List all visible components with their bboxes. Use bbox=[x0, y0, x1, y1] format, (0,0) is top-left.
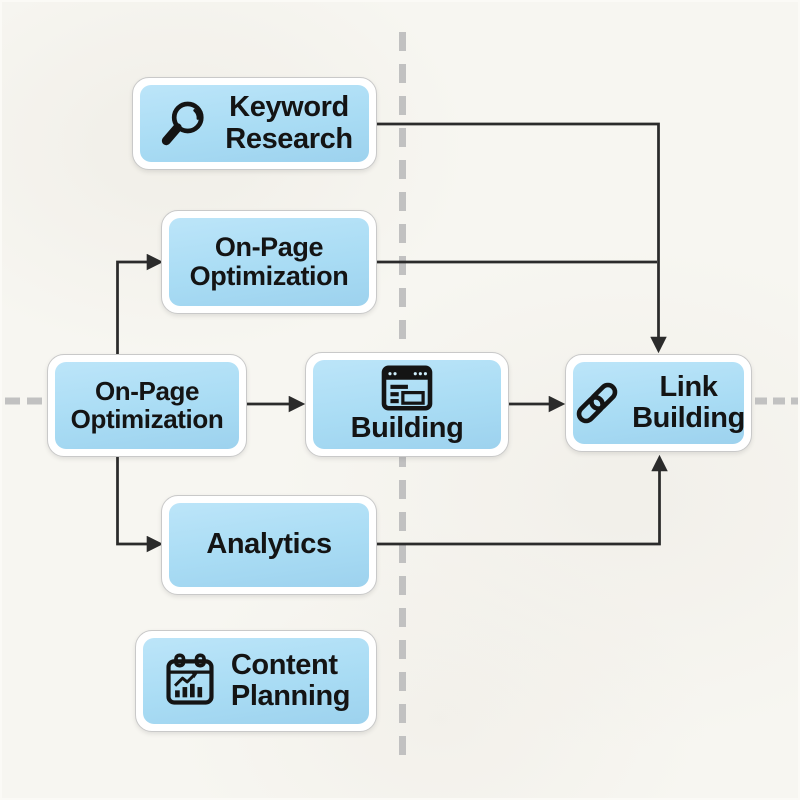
node-label: Building bbox=[350, 411, 464, 444]
node-label: Link Building bbox=[632, 370, 745, 434]
edge-onpage-left-to-analytics bbox=[116, 457, 164, 553]
calendar-chart-icon bbox=[166, 653, 214, 705]
node-label: On-Page Optimization bbox=[190, 233, 349, 291]
node-label-line: Optimization bbox=[189, 261, 349, 291]
node-analytics: Analytics bbox=[161, 495, 377, 595]
node-label: Analytics bbox=[206, 528, 332, 561]
edge-analytics-to-link-building bbox=[377, 454, 668, 546]
browser-window-icon bbox=[381, 365, 433, 411]
node-label-line: Optimization bbox=[70, 403, 224, 434]
node-label: On-Page Optimization bbox=[70, 375, 224, 434]
node-label: Keyword Research bbox=[225, 91, 353, 155]
node-label-line: Link bbox=[659, 370, 718, 403]
chain-link-icon bbox=[576, 382, 618, 424]
node-label-line: Keyword bbox=[229, 91, 349, 124]
node-content-planning: Content Planning bbox=[135, 630, 377, 732]
node-label-line: Building bbox=[350, 411, 464, 444]
edge-keyword-research-to-link-building bbox=[377, 122, 667, 354]
node-label-line: Analytics bbox=[206, 528, 332, 561]
node-label: Content Planning bbox=[230, 648, 351, 712]
node-label-line: On-Page bbox=[94, 375, 200, 406]
node-link-building: Link Building bbox=[565, 354, 752, 452]
node-onpage-optimization-top: On-Page Optimization bbox=[161, 210, 377, 314]
node-label-line: Building bbox=[632, 402, 745, 434]
node-keyword-research: Keyword Research bbox=[132, 77, 377, 170]
node-onpage-optimization-left: On-Page Optimization bbox=[47, 354, 247, 457]
node-building: Building bbox=[305, 352, 509, 457]
edge-onpage-left-to-onpage-top bbox=[116, 253, 164, 354]
node-label-line: Content bbox=[230, 648, 338, 681]
magnifier-search-icon bbox=[162, 101, 204, 145]
node-label-line: On-Page bbox=[214, 232, 324, 263]
node-label-line: Research bbox=[225, 122, 353, 155]
node-label-line: Planning bbox=[230, 680, 351, 712]
